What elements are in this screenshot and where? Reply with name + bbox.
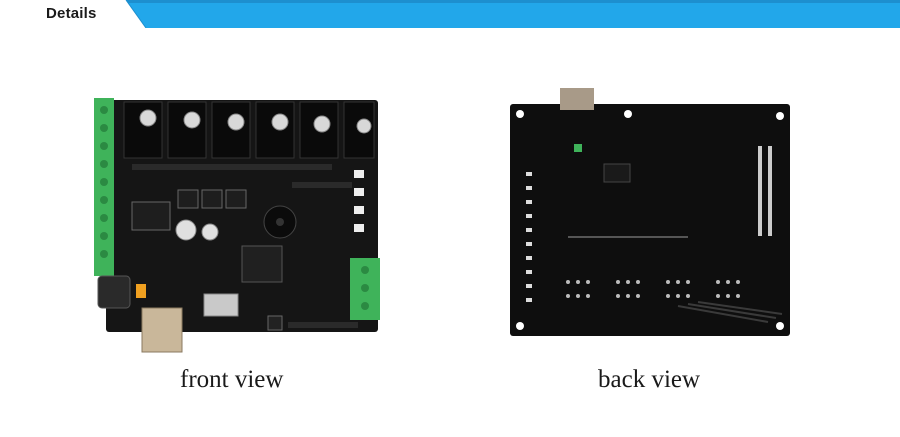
header-band [0,0,900,28]
back-view-board-image [508,86,792,338]
front-view-board-image [92,94,390,356]
back-view-caption: back view [598,366,701,393]
details-tab [0,0,148,28]
header-top-line [0,0,900,3]
section-title: Details [46,5,97,22]
front-view-caption: front view [180,366,284,393]
